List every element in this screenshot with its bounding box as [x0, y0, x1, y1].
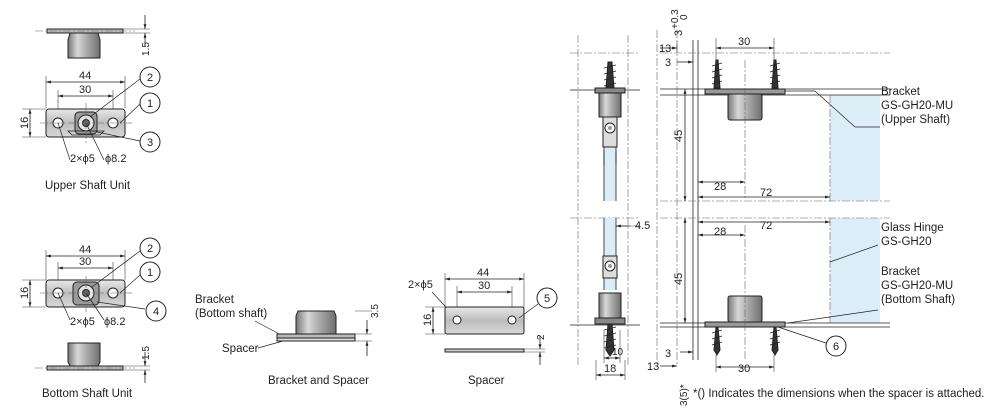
glass-panel	[830, 95, 880, 201]
upper-bracket-label-1: Bracket	[881, 86, 921, 98]
dim-44: 44	[79, 244, 91, 256]
bracket-label-line1: Bracket	[195, 294, 235, 306]
dim-16: 16	[422, 314, 434, 326]
upper-shaft-caption: Upper Shaft Unit	[45, 180, 131, 192]
dim-45: 45	[673, 273, 685, 285]
upper-bracket-label-2: GS-GH20-MU	[881, 100, 953, 112]
balloon-2	[139, 237, 161, 259]
hinge-label-1: Glass Hinge	[881, 222, 944, 234]
dim-16: 16	[19, 287, 31, 299]
dim-30: 30	[79, 256, 91, 268]
footnote: *() Indicates the dimensions when the sp…	[693, 388, 985, 400]
balloon-5	[536, 287, 558, 309]
balloon-3-num: 3	[147, 137, 153, 149]
glass-panel	[830, 218, 880, 323]
upper-shaft-side-view: 1.5	[35, 15, 152, 59]
dim-3-sup: +0.3	[670, 9, 681, 29]
balloon-1	[139, 92, 161, 114]
dim-16: 16	[19, 117, 31, 129]
spacer-label: Spacer	[222, 343, 259, 355]
bottom-shaft-caption: Bottom Shaft Unit	[42, 388, 133, 400]
bottom-bracket-label-1: Bracket	[881, 266, 921, 278]
bottom-bracket-label-2: GS-GH20-MU	[881, 280, 953, 292]
glass-panel	[604, 218, 616, 290]
bottom-shaft-side-view: 1.5	[35, 342, 152, 383]
balloon-1-num: 1	[147, 98, 153, 110]
dim-30: 30	[738, 36, 750, 48]
balloon-5-num: 5	[544, 293, 550, 305]
upper-shaft-top-view: 44 30 16 2×ϕ5 ϕ8.2 2	[19, 66, 161, 165]
dim-4-5: 4.5	[635, 220, 650, 232]
spacer-holes: 2×ϕ5	[408, 279, 433, 291]
dim-1-5: 1.5	[141, 42, 152, 56]
balloon-1	[139, 261, 161, 283]
balloon-6	[825, 335, 847, 357]
dim-18: 18	[604, 363, 616, 375]
dim-3: 3	[665, 57, 671, 69]
dim-44: 44	[477, 267, 489, 279]
spacer-drawing: 44 30 2×ϕ5 16 5 2 Spacer	[408, 267, 558, 387]
hinge-label-2: GS-GH20	[881, 236, 932, 248]
bracket-label-line2: (Bottom shaft)	[195, 308, 267, 320]
dim-72: 72	[760, 220, 772, 232]
dim-2: 2	[536, 334, 547, 340]
assembly-front-view: 13 30 3 3 +0.3 0 45 28 72 72 28 45 3 13 …	[647, 9, 985, 406]
bottom-shaft-top-view: 44 30 16 2×ϕ5 ϕ8.2 2	[19, 237, 167, 328]
dim-28: 28	[714, 181, 726, 193]
bore-label: ϕ8.2	[104, 316, 125, 328]
balloon-2-num: 2	[147, 243, 153, 255]
balloon-2	[139, 66, 161, 88]
balloon-4	[145, 300, 167, 322]
upper-bracket-label-3: (Upper Shaft)	[881, 114, 950, 126]
bore-label: ϕ8.2	[105, 153, 126, 165]
bracket-and-spacer: Bracket (Bottom shaft) Spacer 3.5 Bracke…	[195, 294, 381, 387]
assembly-side-view: 4.5 10 18	[570, 35, 650, 380]
balloon-6-num: 6	[833, 341, 839, 353]
bracket-spacer-caption: Bracket and Spacer	[268, 375, 369, 387]
balloon-4-num: 4	[153, 306, 159, 318]
dim-13: 13	[659, 43, 671, 55]
dim-30: 30	[738, 363, 750, 375]
holes-label: 2×ϕ5	[70, 316, 95, 328]
dim-28: 28	[714, 226, 726, 238]
balloon-2-num: 2	[147, 72, 153, 84]
dim-3-tol: 3	[673, 30, 685, 36]
dim-44: 44	[79, 70, 91, 82]
bottom-bracket-label-3: (Bottom Shaft)	[881, 294, 955, 306]
dim-45: 45	[673, 130, 685, 142]
dim-10: 10	[612, 347, 624, 358]
dim-3-5: 3.5	[370, 304, 381, 318]
dim-3-sub: 0	[679, 14, 690, 20]
dim-3-5: 3(5)*	[679, 384, 690, 406]
dim-30: 30	[478, 280, 490, 292]
dim-1-5: 1.5	[141, 346, 152, 360]
dim-13: 13	[647, 361, 659, 373]
holes-label: 2×ϕ5	[70, 153, 95, 165]
upper-shaft-unit: 1.5 44 30 16 2×ϕ5	[19, 15, 161, 192]
dim-30: 30	[79, 84, 91, 96]
dim-3: 3	[665, 348, 671, 360]
dim-72: 72	[760, 187, 772, 199]
spacer-caption: Spacer	[468, 375, 505, 387]
balloon-1-num: 1	[147, 267, 153, 279]
balloon-3	[139, 131, 161, 153]
bottom-shaft-unit: 44 30 16 2×ϕ5 ϕ8.2 2	[19, 237, 167, 400]
